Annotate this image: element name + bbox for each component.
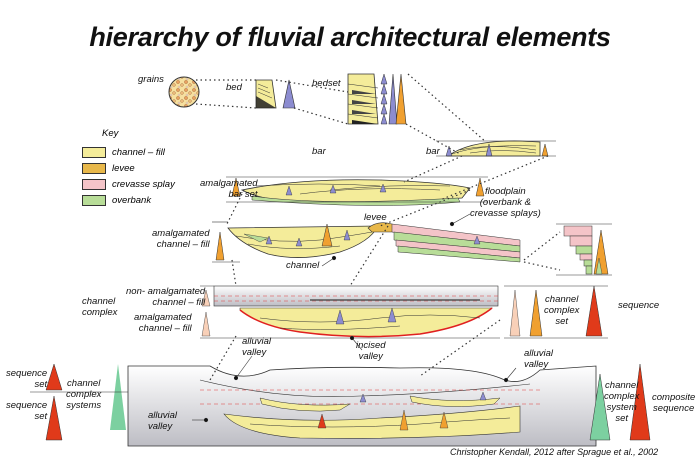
- leader-lines: [192, 213, 517, 423]
- floodplain-detail: [556, 223, 612, 276]
- key-item-overbank: overbank: [82, 194, 151, 206]
- label-bar-mid: bar: [312, 146, 326, 157]
- label-bar-right: bar: [426, 146, 440, 157]
- key-item-levee: levee: [82, 162, 135, 174]
- label-grains: grains: [138, 74, 164, 85]
- channel-complex-element: [200, 285, 608, 339]
- label-sequence: sequence: [618, 300, 660, 311]
- key-item-channel-fill: channel – fill: [82, 146, 165, 158]
- swatch-crevasse-splay: [82, 178, 106, 190]
- label-bedset: bedset: [312, 78, 341, 89]
- label-levee: levee: [364, 212, 387, 223]
- amalgamated-bar-set-element: [226, 176, 488, 206]
- swatch-overbank: [82, 194, 106, 206]
- bedset-element: [347, 73, 407, 125]
- bar-element: [436, 140, 556, 157]
- label-channel: channel: [286, 260, 320, 271]
- channel-fill-element: [212, 221, 521, 263]
- swatch-levee: [82, 162, 106, 174]
- connector-lines: [195, 73, 561, 381]
- bed-element: [255, 79, 296, 109]
- key-item-crevasse-splay: crevasse splay: [82, 178, 175, 190]
- key-title: Key: [102, 128, 119, 139]
- page-title: hierarchy of fluvial architectural eleme…: [89, 22, 611, 52]
- credit-text: Christopher Kendall, 2012 after Sprague …: [450, 447, 659, 457]
- label-bed: bed: [226, 82, 242, 93]
- label-floodplain: floodplain(overbank &crevasse splays): [470, 186, 541, 219]
- grains-element: [168, 76, 200, 108]
- alluvial-valley-element: [30, 363, 651, 447]
- swatch-channel-fill: [82, 146, 106, 158]
